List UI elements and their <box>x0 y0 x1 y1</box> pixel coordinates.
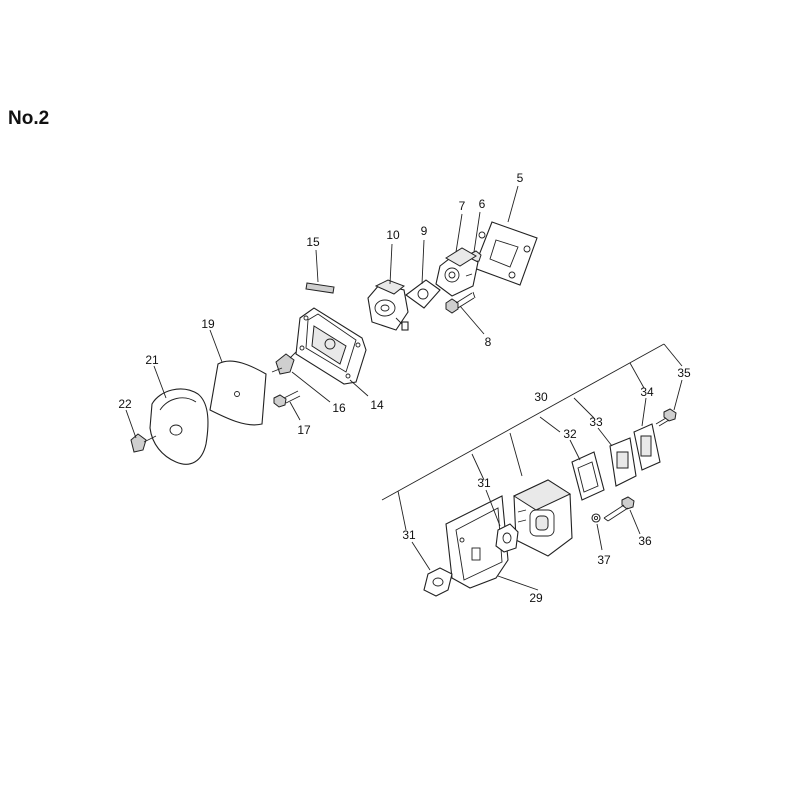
part-31-gasket-b <box>495 523 519 553</box>
label-part-10: 10 <box>386 228 400 242</box>
label-part-29: 29 <box>529 591 543 605</box>
part-16-choke-lever <box>271 351 297 375</box>
label-part-30: 30 <box>534 390 548 404</box>
label-part-35: 35 <box>677 366 691 380</box>
label-part-8: 8 <box>485 335 492 349</box>
part-14-air-cleaner-case <box>295 307 367 385</box>
label-part-15: 15 <box>306 235 320 249</box>
part-22-wing-knob <box>130 433 157 453</box>
part-33-plate <box>609 437 637 487</box>
label-part-33: 33 <box>589 415 603 429</box>
part-34-plate <box>633 423 661 471</box>
label-part-16: 16 <box>332 401 346 415</box>
part-19-filter <box>209 360 267 426</box>
part-9-gasket <box>405 279 441 309</box>
label-part-37: 37 <box>597 553 611 567</box>
label-part-34: 34 <box>640 385 654 399</box>
page-title: No.2 <box>8 108 50 129</box>
assembly-30-bracket <box>381 343 683 531</box>
label-part-9: 9 <box>421 224 428 238</box>
part-10-carburetor <box>367 279 409 331</box>
part-17-screw <box>273 390 301 408</box>
part-31-gasket-a <box>423 567 453 597</box>
label-part-32: 32 <box>563 427 577 441</box>
label-part-19: 19 <box>201 317 215 331</box>
leader-lines <box>125 185 683 591</box>
part-5-gasket <box>473 221 538 286</box>
part-30-muffler <box>512 479 573 557</box>
label-part-6: 6 <box>479 197 486 211</box>
label-part-36: 36 <box>638 534 652 548</box>
part-37-washer <box>591 513 601 523</box>
label-part-17: 17 <box>297 423 311 437</box>
label-part-21: 21 <box>145 353 159 367</box>
label-part-31b: 31 <box>477 476 491 490</box>
part-21-cover <box>149 388 209 465</box>
part-35-screw <box>655 408 677 427</box>
part-7-insulator <box>435 247 479 297</box>
part-15-pad <box>305 282 335 294</box>
part-32-gasket <box>571 451 605 501</box>
label-part-7: 7 <box>459 199 466 213</box>
part-29-heat-shield <box>445 495 509 589</box>
label-part-31a: 31 <box>402 528 416 542</box>
label-part-22: 22 <box>118 397 132 411</box>
part-36-bolt <box>603 496 635 522</box>
label-part-5: 5 <box>517 171 524 185</box>
label-part-14: 14 <box>370 398 384 412</box>
